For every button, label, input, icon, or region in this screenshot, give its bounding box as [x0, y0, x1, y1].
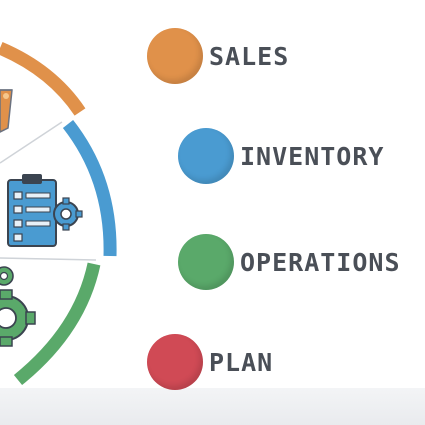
plan-dot [147, 334, 203, 390]
legend-item-plan: PLAN [147, 334, 273, 390]
operations-dot [178, 234, 234, 290]
legend-label-sales: SALES [209, 41, 290, 71]
clipboard-icon [7, 174, 83, 247]
sales-arc [0, 42, 86, 116]
sales-dot [147, 28, 203, 84]
inventory-dot [178, 128, 234, 184]
inventory-arc [62, 119, 117, 257]
floor-shadow [0, 388, 425, 425]
legend-label-operations: OPERATIONS [240, 247, 401, 277]
spoke-line [0, 257, 97, 261]
spoke-line [0, 121, 63, 164]
legend-label-plan: PLAN [209, 347, 274, 377]
legend-item-operations: OPERATIONS [178, 234, 401, 290]
legend-item-inventory: INVENTORY [178, 128, 384, 184]
legend-item-sales: SALES [147, 28, 289, 84]
gear-icon [0, 266, 36, 347]
legend-label-inventory: INVENTORY [240, 141, 385, 171]
wheel-segments [0, 42, 117, 386]
operations-arc [13, 262, 101, 386]
trophy-icon [0, 89, 13, 133]
